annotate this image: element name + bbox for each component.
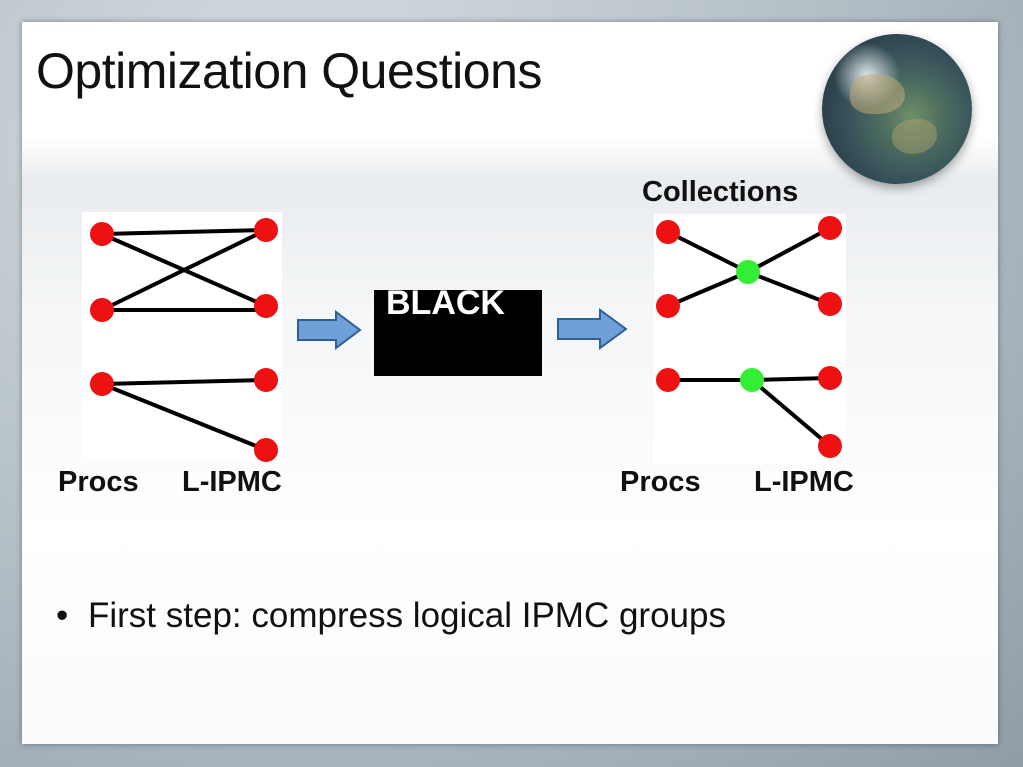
lipmc-node: [818, 366, 842, 390]
edge: [747, 226, 831, 274]
collections-label: Collections: [642, 176, 799, 208]
proc-node: [656, 220, 680, 244]
globe-landmass: [850, 74, 905, 114]
lipmc-node: [818, 292, 842, 316]
proc-node: [656, 294, 680, 318]
black-box: BLACK: [374, 290, 542, 376]
bullet-text: First step: compress logical IPMC groups: [88, 596, 726, 635]
right-arrow-icon: [296, 310, 362, 350]
proc-node: [656, 368, 680, 392]
black-box-label: BLACK: [386, 290, 505, 322]
lipmc-node: [254, 294, 278, 318]
right-procs-label: Procs: [620, 466, 701, 498]
lipmc-node: [254, 218, 278, 242]
left-lipmc-label: L-IPMC: [182, 466, 282, 498]
globe-image: [822, 34, 972, 184]
edge: [751, 376, 831, 382]
slide-title: Optimization Questions: [36, 43, 542, 99]
proc-node: [90, 372, 114, 396]
edge: [101, 378, 267, 386]
lipmc-node: [254, 368, 278, 392]
proc-node: [90, 222, 114, 246]
edge: [747, 270, 831, 306]
edge: [750, 378, 832, 448]
edge: [101, 382, 267, 452]
slide: Optimization Questions: [22, 22, 998, 744]
proc-node: [90, 298, 114, 322]
globe-landmass: [892, 119, 937, 154]
right-arrow-icon: [556, 308, 628, 350]
collection-node: [740, 368, 764, 392]
edge: [101, 228, 267, 236]
right-lipmc-label: L-IPMC: [754, 466, 854, 498]
edge: [101, 228, 267, 312]
lipmc-node: [818, 434, 842, 458]
right-graph: [654, 214, 846, 464]
left-procs-label: Procs: [58, 466, 139, 498]
collection-node: [736, 260, 760, 284]
bullet-item: • First step: compress logical IPMC group…: [56, 596, 726, 636]
edge: [667, 270, 749, 308]
left-graph: [82, 212, 282, 462]
lipmc-node: [818, 216, 842, 240]
lipmc-node: [254, 438, 278, 462]
bullet-dot-icon: •: [56, 596, 69, 635]
edge: [667, 230, 749, 274]
